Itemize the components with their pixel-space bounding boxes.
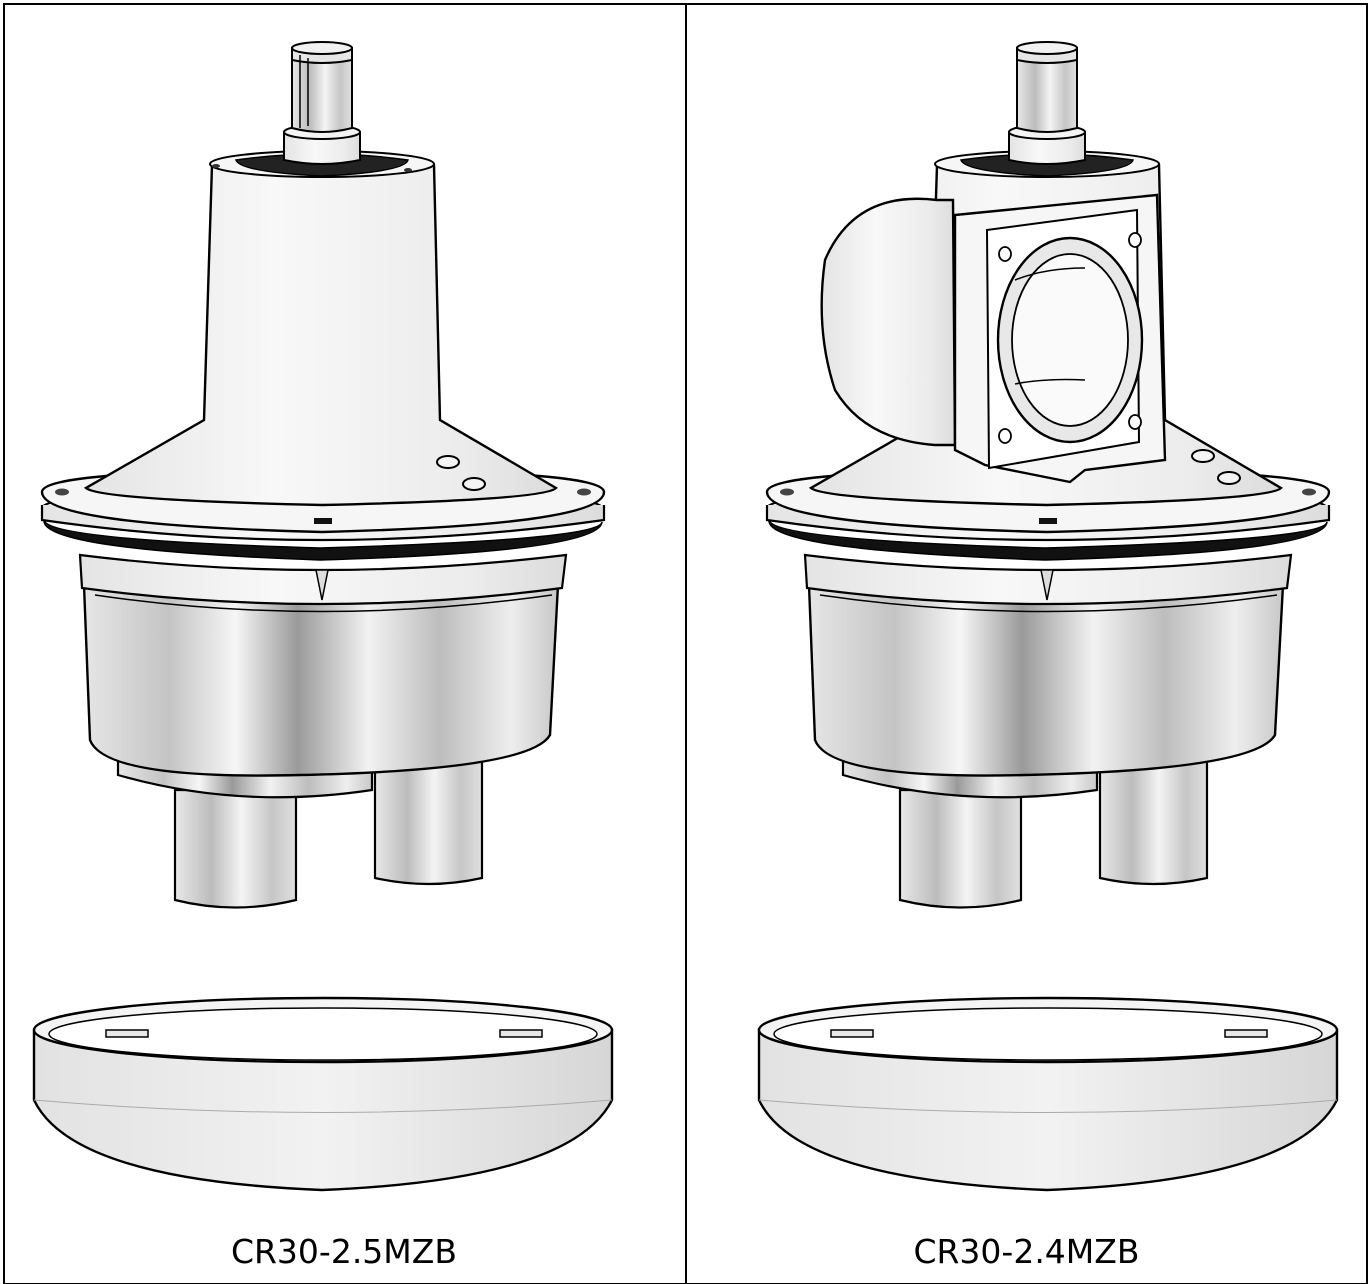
tray-left [32,996,614,1192]
pump-right [765,41,1331,909]
model-label-left: CR30-2.5MZB [230,1232,458,1271]
tray-right [757,996,1339,1192]
model-label-right: CR30-2.4MZB [913,1232,1140,1271]
pump-left [40,41,606,909]
